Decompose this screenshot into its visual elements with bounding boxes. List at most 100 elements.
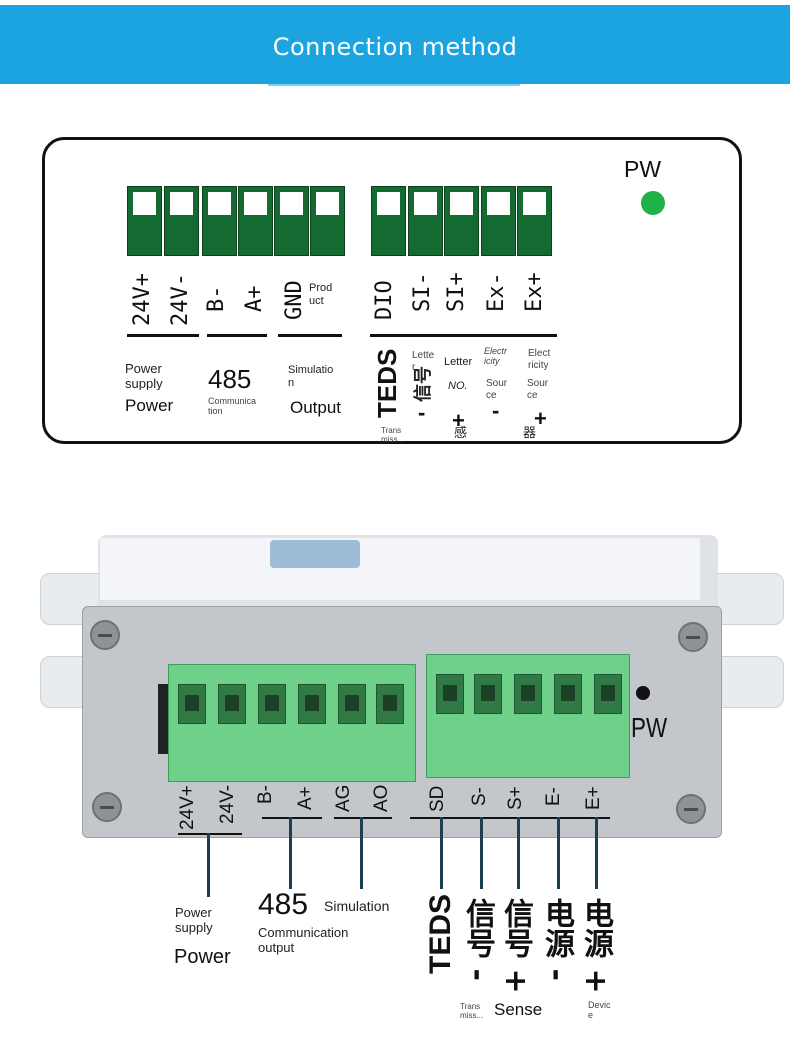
lead-simulation [360,817,363,889]
caption-simulation: Simulatio n [288,364,334,389]
screw-slot [178,684,206,724]
pw-label: PW [624,156,662,182]
device-label-e-minus: E- [543,787,564,806]
screw-slot [258,684,286,724]
device-caption-device: Devic e [588,1000,611,1021]
caption-trans: Trans miss... [381,426,405,445]
device-logo [270,540,360,568]
device-caption-simulation: Simulation [324,898,390,914]
device-label-24v-plus: 24V+ [177,785,198,830]
lead-s-plus [517,817,520,889]
terminal-gnd [274,186,309,256]
label-gnd: GND [282,280,307,320]
bar-power [127,334,199,337]
device-label-s-minus: S- [469,787,490,806]
title-underline [268,84,520,86]
terminal-dio [371,186,406,256]
sign-plus-2: + [534,406,547,431]
label-24v-minus: 24V- [168,273,193,326]
bar-simulation [278,334,342,337]
lead-e-minus [557,817,560,889]
terminal-24v-plus [127,186,162,256]
terminal-block-right [426,654,630,778]
screw-slot [218,684,246,724]
screw-slot [436,674,464,714]
caption-electricity-2: Elect ricity [528,348,551,371]
sign-plus-1: + [452,408,465,433]
terminal-block-left [168,664,416,782]
caption-source-2: Sour ce [527,378,549,401]
caption-communication: Communica tion [208,396,257,417]
device-caption-dianyuan-plus: 电源 + [578,898,613,994]
device-pw-label: PW [631,712,668,743]
label-si-minus: SI- [410,272,435,312]
screw-slot [376,684,404,724]
device-label-ag: AG [333,784,354,812]
caption-no: NO. [448,380,468,392]
device-caption-communication-output: Communication output [258,925,349,955]
device-label-sd: SD [427,785,448,812]
device-caption-power: Power [174,946,231,968]
device-label-a-plus: A+ [295,786,316,810]
caption-source-1: Sour ce [486,378,508,401]
device-caption-xinhao-minus: 信号 - [460,898,495,981]
label-a-plus: A+ [242,285,267,313]
pw-led-icon [641,191,665,215]
device-port [158,684,170,754]
device-label-24v-minus: 24V- [217,784,238,824]
terminal-si-minus [408,186,443,256]
bracket-power [178,833,242,835]
lead-485 [289,817,292,889]
terminal-ex-minus [481,186,516,256]
din-rail-right-bottom [712,656,784,708]
screw-icon [90,620,120,650]
lead-sd [440,817,443,889]
device-label-b-minus: B- [255,785,276,804]
sign-minus-2: - [492,398,500,423]
screw-icon [678,622,708,652]
bar-sensor [370,334,557,337]
caption-power-supply: Power supply [125,362,163,390]
din-rail-right-top [712,573,784,625]
caption-teds: TEDS [372,348,402,418]
bar-485 [207,334,267,337]
caption-electricity-1: Electr icity [484,346,508,367]
device-caption-teds: TEDS [424,893,457,974]
caption-gan: 感 [454,425,468,440]
label-b-minus: B- [204,285,229,313]
label-ex-plus: Ex+ [522,272,547,312]
label-product: Prod uct [309,282,333,307]
screw-slot [298,684,326,724]
device-label-ao: AO [371,784,392,812]
label-ex-minus: Ex- [484,272,509,312]
caption-letter-2: Letter [444,356,473,368]
device-top-label [100,538,700,600]
terminal-a-plus [238,186,273,256]
caption-xinhao: 信号 [413,366,433,402]
terminal-ex-plus [517,186,552,256]
terminal-si-plus [444,186,479,256]
device-caption-power-supply: Power supply [175,905,213,935]
pw-led-icon [636,686,650,700]
caption-letter-1: Lette r [412,350,435,373]
screw-slot [474,674,502,714]
label-24v-plus: 24V+ [130,273,155,326]
device-label-s-plus: S+ [505,786,526,810]
label-dio: DIO [372,280,397,320]
screw-slot [594,674,622,714]
sign-minus-1: - [418,400,426,425]
bracket-485 [262,817,322,819]
caption-power: Power [125,396,174,415]
header-banner: Connection method [0,5,790,86]
device-label-e-plus: E+ [583,786,604,810]
screw-slot [338,684,366,724]
lead-s-minus [480,817,483,889]
caption-output: Output [290,398,342,417]
page-title: Connection method [272,33,518,61]
caption-qi: 器 [523,425,537,440]
screw-icon [676,794,706,824]
bracket-simulation [334,817,392,819]
caption-485: 485 [208,364,252,394]
screw-slot [554,674,582,714]
device-caption-485: 485 [258,888,309,921]
